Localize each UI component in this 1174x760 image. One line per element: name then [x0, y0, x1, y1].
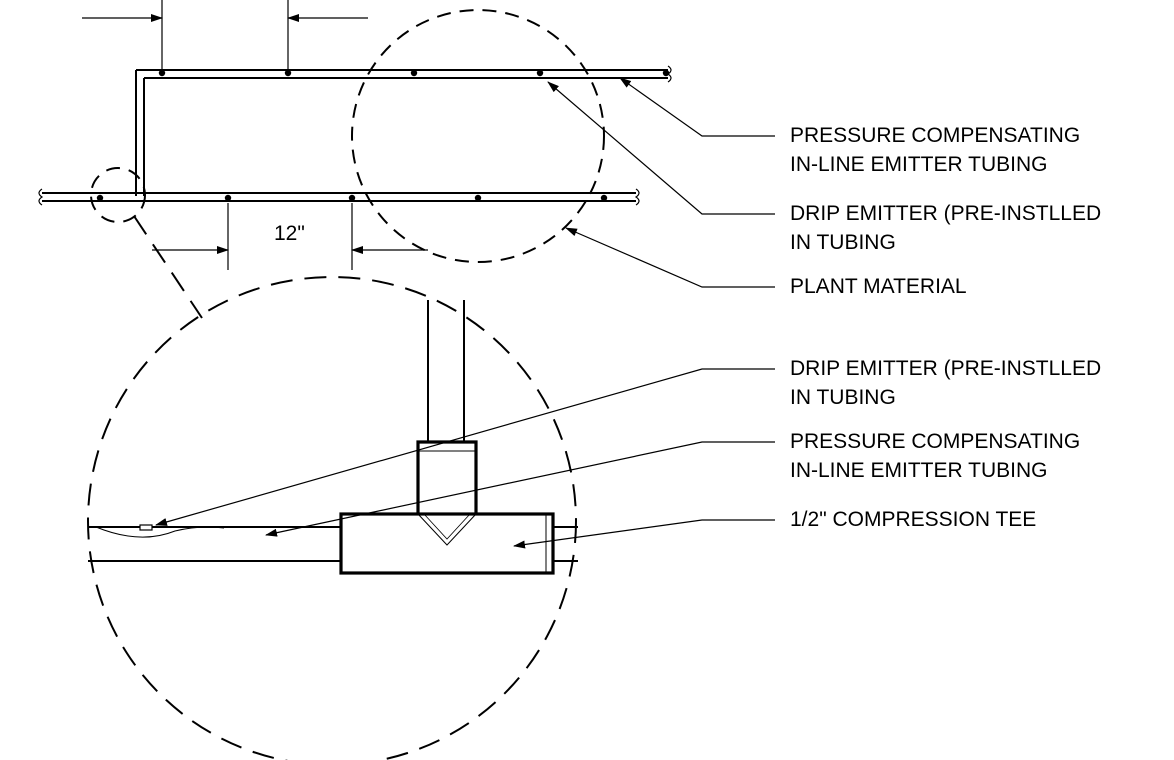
drip-emitter: [284, 69, 292, 77]
leader-pressure-tubing-top: [619, 77, 775, 137]
callout-drip-emitter-detail: DRIP EMITTER (PRE-INSTLLED IN TUBING: [790, 354, 1101, 412]
callout-plant-material: PLANT MATERIAL: [790, 272, 967, 301]
main-tubing: [88, 526, 578, 562]
leader-compression-tee: [513, 519, 775, 549]
branch-tubing: [427, 300, 465, 442]
callout-line: PLANT MATERIAL: [790, 275, 967, 298]
callout-line: DRIP EMITTER (PRE-INSTLLED: [790, 357, 1102, 380]
leader-pressure-tubing-detail: [265, 441, 775, 537]
drip-emitter: [224, 194, 232, 202]
drip-emitter: [410, 69, 418, 77]
callout-line: IN TUBING: [790, 386, 896, 409]
tee-body: [339, 512, 555, 575]
lower-emitters: [96, 194, 608, 202]
dimension-label: 12": [274, 222, 305, 245]
callout-line: IN TUBING: [790, 231, 896, 254]
lower-tubing-break-left: [38, 188, 44, 206]
drip-emitter: [348, 194, 356, 202]
callout-drip-emitter-top: DRIP EMITTER (PRE-INSTLLED IN TUBING: [790, 199, 1101, 257]
callout-line: IN-LINE EMITTER TUBING: [790, 459, 1048, 482]
detail-reference-circle: [90, 167, 146, 223]
callout-line: PRESSURE COMPENSATING: [790, 430, 1081, 453]
dimension-top: [82, 0, 368, 70]
upper-emitters: [158, 69, 670, 77]
plan-view: [38, 65, 672, 206]
emitter-curve: [95, 526, 225, 538]
callout-pressure-tubing-detail: PRESSURE COMPENSATING IN-LINE EMITTER TU…: [790, 427, 1080, 485]
tee-barb: [417, 513, 477, 546]
drip-emitter: [600, 194, 608, 202]
drip-emitter: [536, 69, 544, 77]
detail-dashed-circle: [87, 276, 577, 760]
leader-drip-emitter-detail: [155, 368, 775, 526]
callout-line: 1/2" COMPRESSION TEE: [790, 508, 1037, 531]
tee-vertical-hub: [416, 440, 478, 514]
callout-line: PRESSURE COMPENSATING: [790, 124, 1081, 147]
callout-line: IN-LINE EMITTER TUBING: [790, 153, 1048, 176]
leader-plant-material: [565, 227, 775, 288]
leader-drip-emitter-top: [547, 81, 775, 215]
lower-tubing: [42, 192, 636, 202]
drip-emitter: [474, 194, 482, 202]
plant-material-circle: [351, 9, 605, 263]
dimension-12in: [152, 203, 428, 270]
drip-emitter: [662, 69, 670, 77]
drip-emitter: [158, 69, 166, 77]
drip-emitter: [96, 194, 104, 202]
callout-compression-tee: 1/2" COMPRESSION TEE: [790, 505, 1036, 534]
enlarged-detail: [87, 276, 578, 760]
leader-lines: [155, 77, 775, 549]
lower-tubing-break-right: [634, 188, 640, 206]
callout-pressure-tubing-top: PRESSURE COMPENSATING IN-LINE EMITTER TU…: [790, 121, 1080, 179]
detail-link-line: [133, 215, 203, 319]
emitter-element: [139, 524, 153, 531]
upper-tubing: [135, 69, 668, 196]
plan-dashed-circles: [90, 9, 605, 263]
callout-line: DRIP EMITTER (PRE-INSTLLED: [790, 202, 1102, 225]
